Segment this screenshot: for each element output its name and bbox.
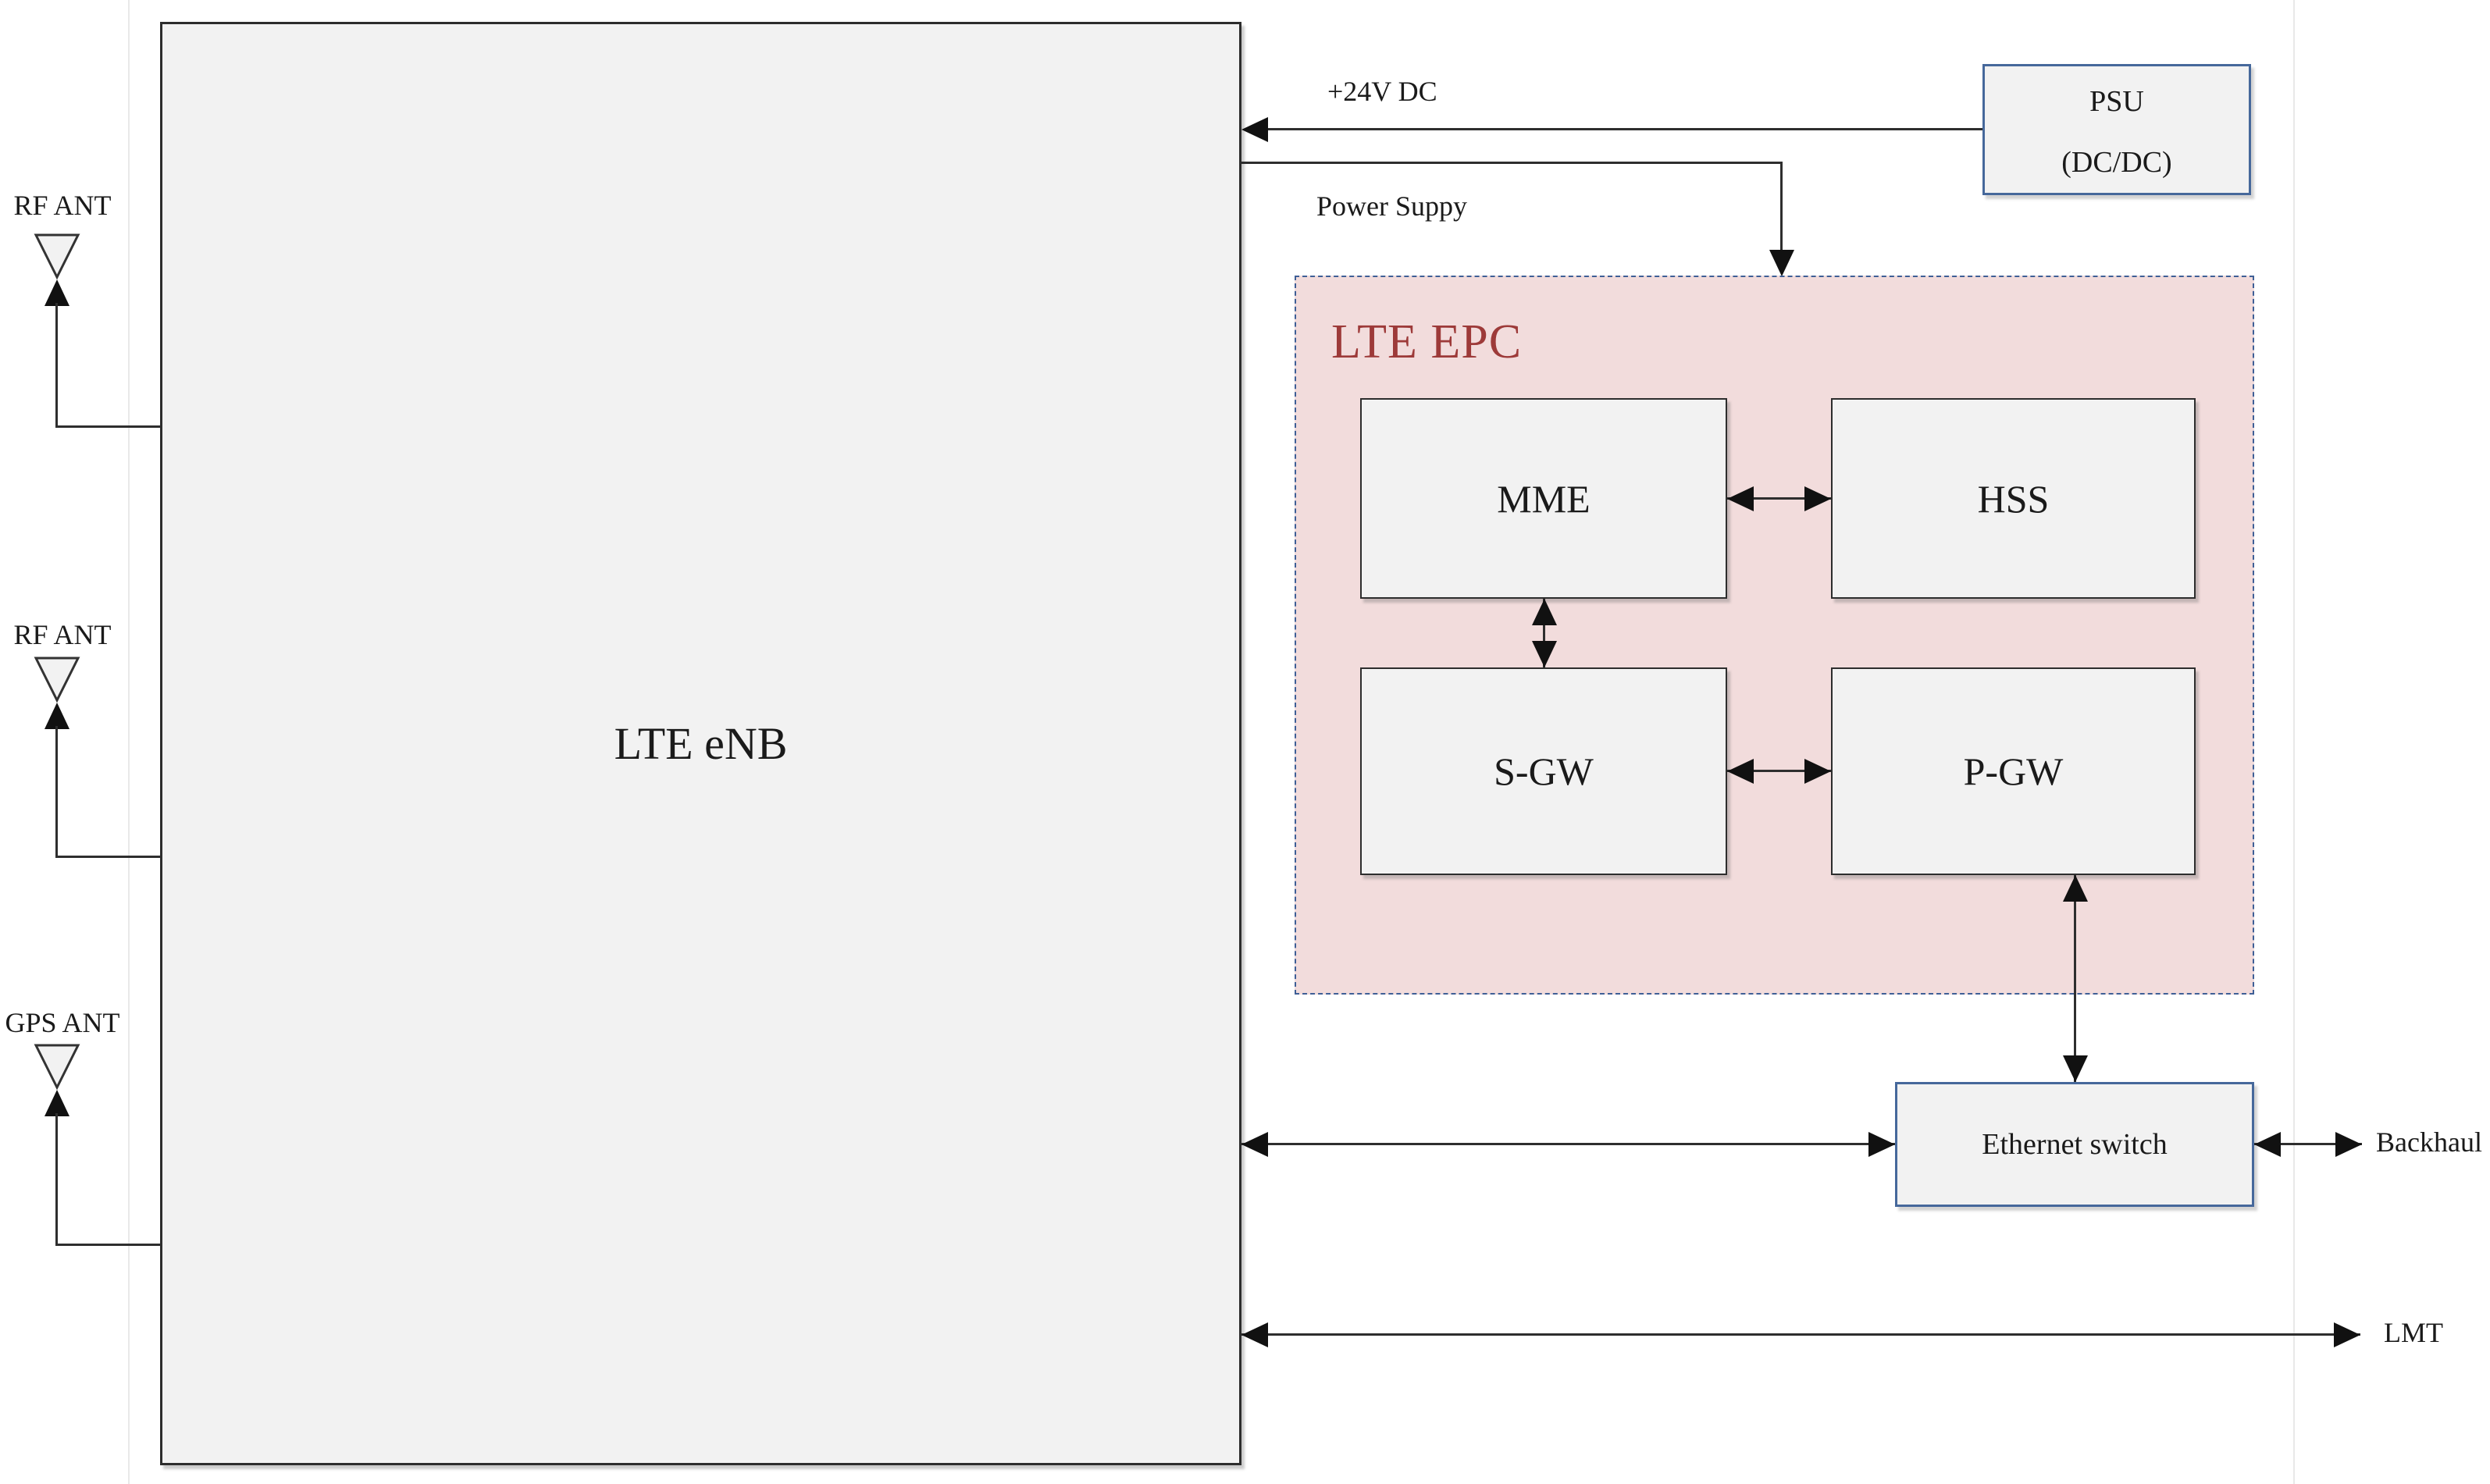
antenna-2-line xyxy=(55,856,162,858)
rf-ant-1-label: RF ANT xyxy=(13,190,112,221)
voltage-label: +24V DC xyxy=(1327,76,1437,107)
lmt-label: LMT xyxy=(2384,1317,2443,1348)
lte-epc-title: LTE EPC xyxy=(1331,315,1523,368)
ethernet-switch-box: Ethernet switch xyxy=(1895,1082,2254,1207)
switch-backhaul-link xyxy=(2254,1143,2362,1145)
lte-enb-label: LTE eNB xyxy=(614,718,788,769)
hss-box: HSS xyxy=(1831,398,2196,599)
arrowhead-left-icon xyxy=(1241,117,1268,142)
arrowhead-left-icon xyxy=(2254,1132,2281,1157)
hss-label: HSS xyxy=(1977,476,2050,521)
antenna-icon xyxy=(34,1044,80,1090)
arrowhead-right-icon xyxy=(1868,1132,1895,1157)
arrowhead-left-icon xyxy=(1727,486,1754,511)
ethernet-switch-label: Ethernet switch xyxy=(1982,1128,2168,1161)
canvas-frame-line-right xyxy=(2293,0,2295,1484)
mme-box: MME xyxy=(1360,398,1727,599)
sgw-label: S-GW xyxy=(1494,749,1594,793)
pgw-label: P-GW xyxy=(1963,749,2064,793)
pgw-switch-link xyxy=(2074,875,2076,1082)
power-supply-label: Power Suppy xyxy=(1316,190,1468,222)
gps-ant-label: GPS ANT xyxy=(5,1007,120,1038)
power-supply-line xyxy=(1780,162,1783,251)
arrowhead-up-icon xyxy=(45,1090,69,1116)
psu-power-line xyxy=(1246,128,1982,130)
psu-sublabel: (DC/DC) xyxy=(2061,146,2172,179)
antenna-3-line xyxy=(55,1244,162,1246)
mme-label: MME xyxy=(1497,476,1591,521)
arrowhead-right-icon xyxy=(2334,1322,2360,1347)
psu-label: PSU xyxy=(2089,85,2144,118)
rf-ant-2-label: RF ANT xyxy=(13,619,112,650)
antenna-icon xyxy=(34,233,80,279)
sgw-box: S-GW xyxy=(1360,667,1727,875)
lte-enb-box: LTE eNB xyxy=(160,22,1241,1465)
arrowhead-down-icon xyxy=(2063,1055,2088,1082)
arrowhead-left-icon xyxy=(1241,1132,1268,1157)
mme-hss-link xyxy=(1727,497,1831,500)
psu-box: PSU (DC/DC) xyxy=(1982,64,2251,195)
arrowhead-up-icon xyxy=(45,703,69,729)
arrowhead-up-icon xyxy=(45,279,69,306)
antenna-3-line xyxy=(55,1113,58,1245)
sgw-pgw-link xyxy=(1727,770,1831,772)
canvas-frame-line-left xyxy=(128,0,130,1484)
arrowhead-up-icon xyxy=(2063,875,2088,902)
arrowhead-down-icon xyxy=(1532,641,1557,667)
lte-epc-region: LTE EPC xyxy=(1295,276,2254,995)
arrowhead-left-icon xyxy=(1241,1322,1268,1347)
antenna-icon xyxy=(34,657,80,703)
enb-lmt-link xyxy=(1241,1333,2360,1336)
arrowhead-up-icon xyxy=(1532,599,1557,625)
arrowhead-right-icon xyxy=(2335,1132,2362,1157)
arrowhead-right-icon xyxy=(1804,486,1831,511)
antenna-1-line xyxy=(55,425,162,428)
mme-sgw-link xyxy=(1543,599,1545,667)
pgw-box: P-GW xyxy=(1831,667,2196,875)
enb-switch-link xyxy=(1241,1143,1895,1145)
arrowhead-right-icon xyxy=(1804,759,1831,784)
arrowhead-down-icon xyxy=(1769,250,1794,276)
backhaul-label: Backhaul xyxy=(2376,1126,2482,1158)
arrowhead-left-icon xyxy=(1727,759,1754,784)
antenna-2-line xyxy=(55,726,58,857)
power-supply-line xyxy=(1241,162,1783,164)
antenna-1-line xyxy=(55,303,58,427)
